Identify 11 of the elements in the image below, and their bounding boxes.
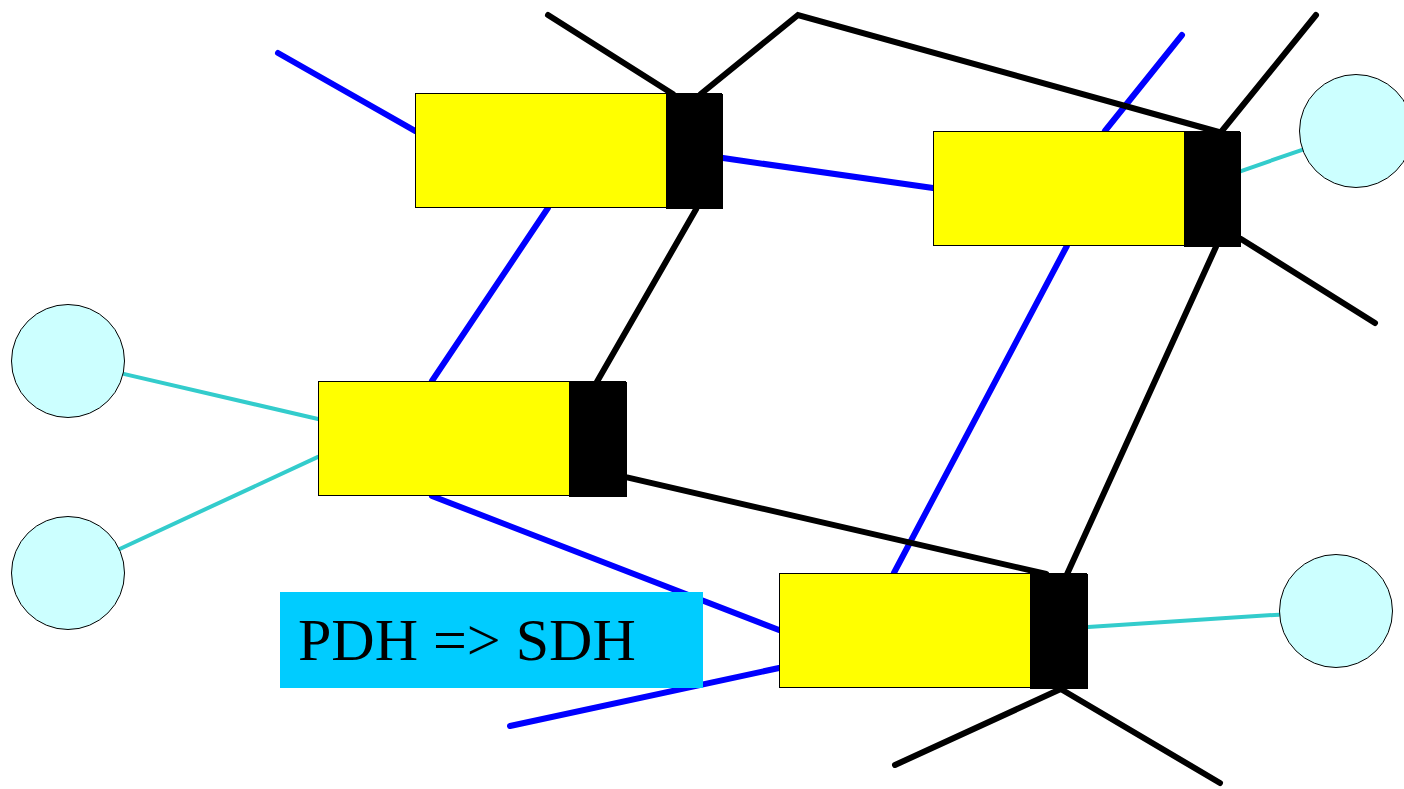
port-block	[666, 94, 723, 209]
connection-line	[117, 454, 320, 551]
network-element-box	[415, 93, 722, 208]
connection-line	[121, 371, 320, 421]
network-element-box	[933, 131, 1240, 246]
banner-label: PDH => SDH	[280, 592, 703, 688]
port-block	[569, 382, 627, 497]
network-element-box	[318, 381, 626, 496]
port-block	[1030, 574, 1088, 689]
port-block	[1184, 132, 1241, 247]
network-element-box	[779, 573, 1087, 688]
